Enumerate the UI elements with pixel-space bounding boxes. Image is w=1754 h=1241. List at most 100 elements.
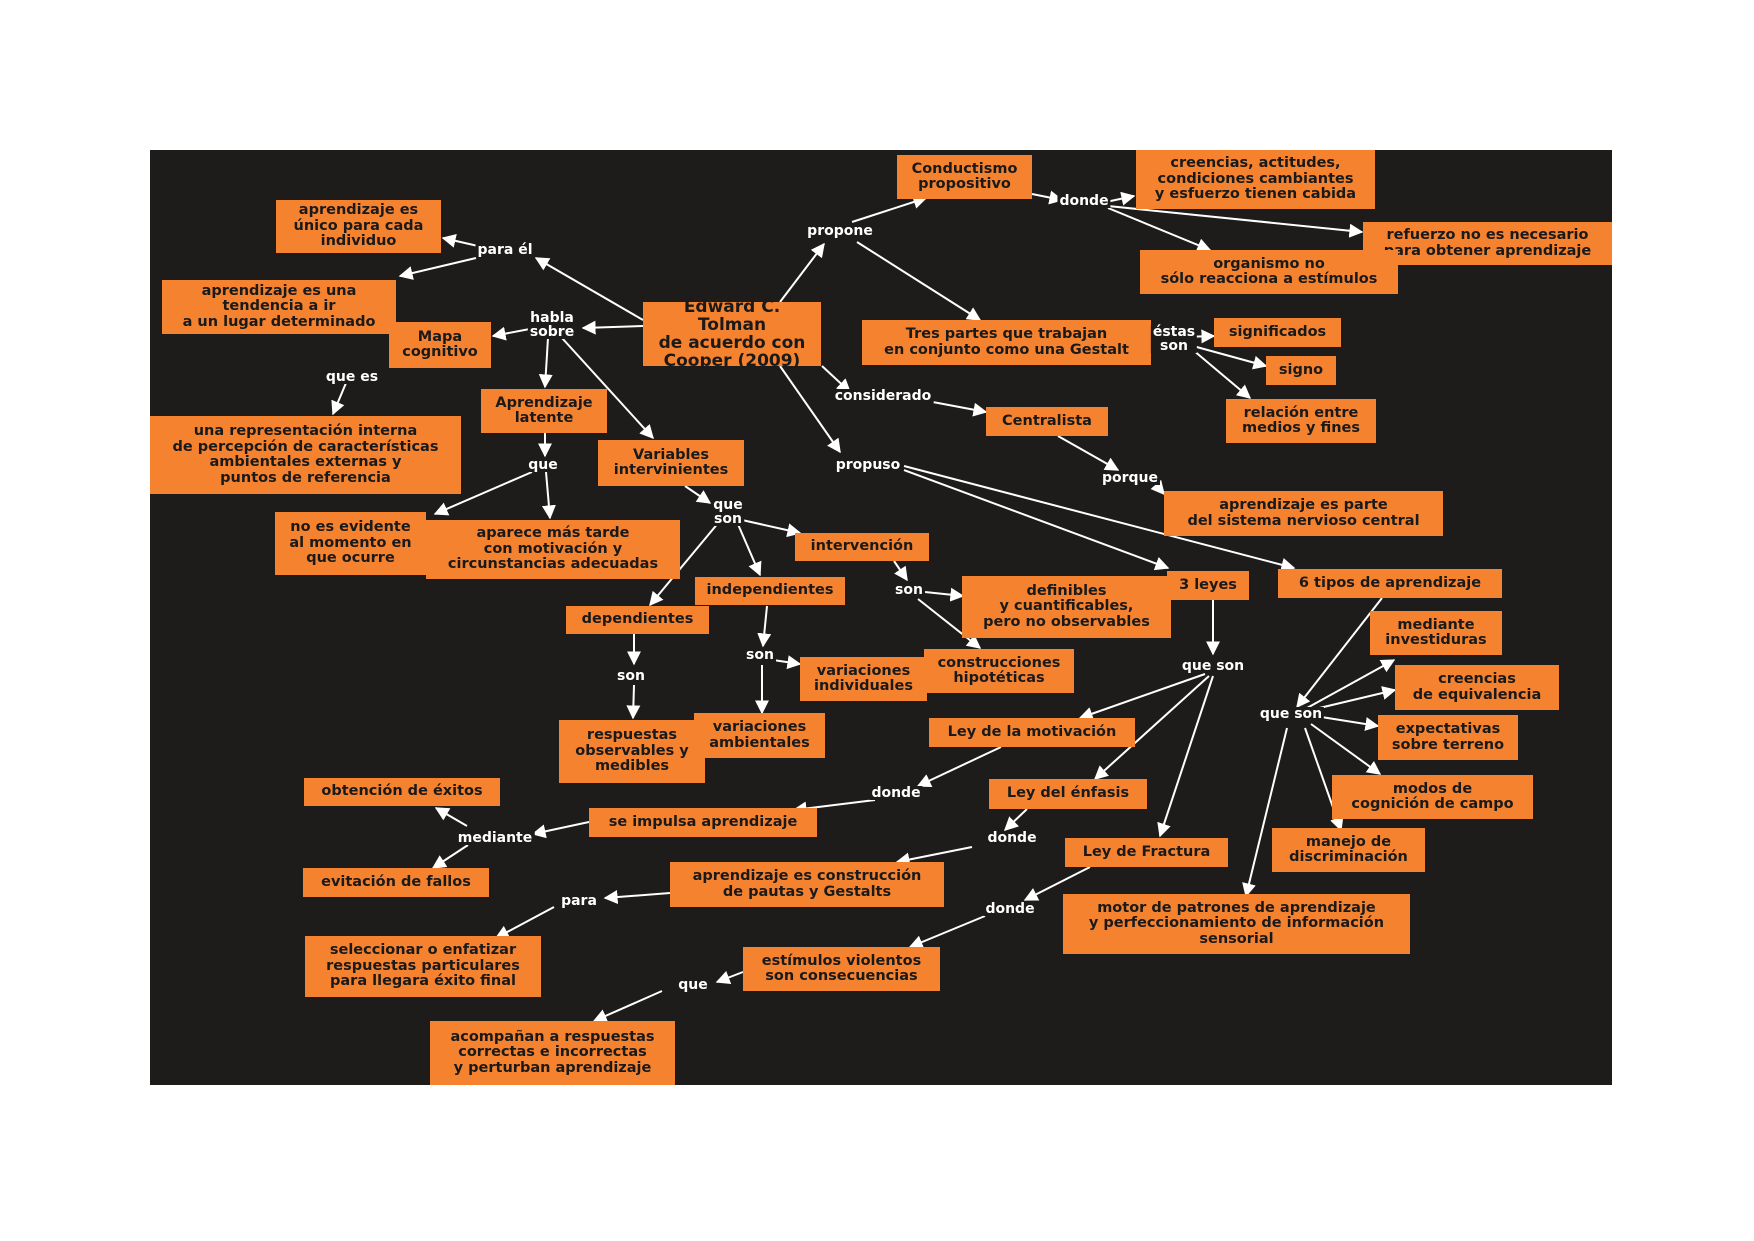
node-acompanan: acompañan a respuestas correctas e incor…	[430, 1021, 675, 1085]
node-creencias-actitudes: creencias, actitudes, condiciones cambia…	[1136, 150, 1375, 209]
node-obtencion-exitos: obtención de éxitos	[304, 778, 500, 806]
node-expectativas: expectativas sobre terreno	[1378, 715, 1518, 760]
link-label-donde: donde	[1057, 193, 1111, 209]
connector-arrow	[626, 684, 641, 720]
node-signo: signo	[1266, 356, 1336, 385]
connector-arrow	[592, 990, 663, 1023]
link-label-estas-son: éstas son	[1150, 324, 1198, 354]
node-respuestas-observables: respuestas observables y medibles	[559, 720, 705, 783]
connector-arrow	[741, 519, 802, 538]
connector-arrow	[779, 242, 825, 303]
node-centralista: Centralista	[986, 407, 1108, 436]
connector-arrow	[1310, 723, 1382, 775]
connector-arrow	[1107, 205, 1364, 238]
connector-arrow	[779, 365, 841, 454]
connector-arrow	[1107, 207, 1212, 252]
connector-arrow	[1157, 675, 1214, 838]
connector-arrow	[1105, 191, 1136, 206]
node-construcciones: construcciones hipotéticas	[924, 649, 1074, 693]
link-label-que-son: que son	[711, 497, 745, 527]
link-label-que: que	[676, 977, 710, 993]
node-tres-leyes: 3 leyes	[1167, 571, 1249, 600]
connector-arrow	[1031, 190, 1064, 205]
connector-arrow	[581, 320, 644, 335]
node-estimulos-violentos: estímulos violentos son consecuencias	[743, 947, 940, 991]
link-label-que: que	[526, 457, 560, 473]
link-label-para: para	[559, 893, 599, 909]
link-label-propone: propone	[805, 223, 875, 239]
node-refuerzo: refuerzo no es necesario para obtener ap…	[1363, 222, 1612, 265]
connector-arrow	[603, 890, 671, 905]
connector-arrow	[433, 471, 533, 516]
node-manejo-discriminacion: manejo de discriminación	[1272, 828, 1425, 872]
connector-arrow	[903, 465, 1296, 572]
concept-map-canvas: Edward C. Tolman de acuerdo con Cooper (…	[150, 150, 1612, 1085]
node-tendencia: aprendizaje es una tendencia a ir a un l…	[162, 280, 396, 334]
connector-arrow	[895, 846, 973, 867]
node-organismo: organismo no sólo reacciona a estímulos	[1140, 250, 1398, 294]
connector-arrow	[1296, 597, 1383, 709]
connector-arrow	[1310, 686, 1397, 711]
node-significados: significados	[1214, 318, 1341, 347]
connector-arrow	[331, 382, 347, 416]
node-impulsa-aprendizaje: se impulsa aprendizaje	[589, 808, 817, 837]
connector-arrow	[1242, 727, 1288, 898]
node-tres-partes: Tres partes que trabajan en conjunto com…	[862, 320, 1151, 365]
connector-arrows	[331, 190, 1397, 1023]
connector-arrow	[1003, 808, 1028, 831]
connector-arrow	[893, 560, 908, 582]
node-sistema-nervioso: aprendizaje es parte del sistema nervios…	[1164, 491, 1443, 536]
node-dependientes: dependientes	[566, 606, 709, 634]
node-intervencion: intervención	[795, 533, 929, 561]
connector-arrow	[434, 807, 468, 827]
connector-arrow	[541, 471, 556, 520]
node-motor-patrones: motor de patrones de aprendizaje y perfe…	[1063, 894, 1410, 954]
connector-arrow	[1306, 659, 1396, 709]
connector-arrow	[531, 821, 590, 839]
link-label-considerado: considerado	[832, 388, 934, 404]
connector-arrow	[561, 337, 654, 440]
node-modos-cognicion: modos de cognición de campo	[1332, 775, 1533, 819]
connector-arrow	[494, 906, 555, 939]
node-evitacion-fallos: evitación de fallos	[303, 868, 489, 897]
node-definibles: definibles y cuantificables, pero no obs…	[962, 576, 1171, 638]
node-variaciones-ambientales: variaciones ambientales	[694, 713, 825, 758]
connector-arrow	[772, 655, 802, 670]
link-label-habla-sobre: habla sobre	[527, 310, 577, 340]
link-label-que-son: que son	[1257, 706, 1325, 722]
node-representacion: una representación interna de percepción…	[150, 416, 461, 494]
link-label-donde: donde	[983, 901, 1037, 917]
node-investiduras: mediante investiduras	[1370, 611, 1502, 655]
link-label-son: son	[744, 647, 776, 663]
connector-arrow	[441, 233, 479, 248]
connector-arrow	[534, 257, 644, 321]
connector-arrow	[856, 241, 982, 321]
node-mapa-cognitivo: Mapa cognitivo	[389, 322, 491, 368]
connector-arrow	[916, 746, 1002, 787]
connector-arrow	[917, 598, 982, 649]
node-unico: aprendizaje es único para cada individuo	[276, 200, 441, 253]
connector-arrow	[903, 469, 1170, 571]
connector-arrow	[851, 195, 928, 223]
node-seis-tipos: 6 tipos de aprendizaje	[1278, 569, 1502, 598]
node-independientes: independientes	[695, 577, 845, 605]
link-label-mediante: mediante	[455, 830, 535, 846]
connector-arrow	[1093, 675, 1210, 780]
node-construccion-pautas: aprendizaje es construcción de pautas y …	[670, 862, 944, 907]
connector-arrow	[908, 915, 986, 949]
link-label-donde: donde	[869, 785, 923, 801]
connector-arrow	[1078, 673, 1206, 721]
link-label-donde: donde	[985, 830, 1039, 846]
link-label-para-el: para él	[475, 242, 535, 258]
connector-arrow	[684, 485, 712, 504]
connector-arrow	[649, 521, 720, 607]
node-aprendizaje-latente: Aprendizaje latente	[481, 389, 607, 433]
node-tolman: Edward C. Tolman de acuerdo con Cooper (…	[643, 298, 821, 370]
connector-arrow	[431, 844, 469, 869]
node-ley-motivacion: Ley de la motivación	[929, 718, 1135, 747]
node-no-evidente: no es evidente al momento en que ocurre	[275, 512, 426, 575]
node-relacion-medios-fines: relación entre medios y fines	[1226, 399, 1376, 443]
connector-arrow	[1192, 349, 1252, 399]
connector-arrow	[715, 970, 744, 985]
connector-arrow	[1192, 345, 1268, 370]
